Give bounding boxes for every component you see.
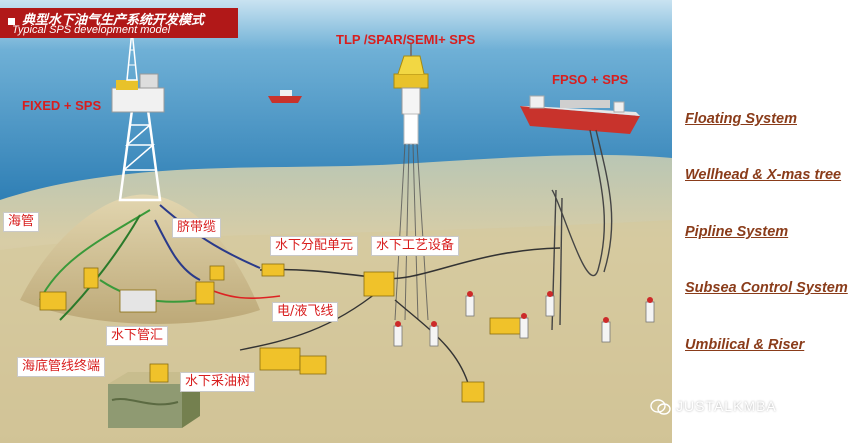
wechat-icon <box>650 399 671 415</box>
system-item-umbilical: Umbilical & Riser <box>685 337 805 353</box>
label-processing-equipment: 水下工艺设备 <box>371 236 460 256</box>
label-tlp-spar-semi-sps: TLP /SPAR/SEMI+ SPS <box>336 32 476 47</box>
system-item-pipeline: Pipline System <box>685 224 789 240</box>
watermark-text: JUSTALKMBA <box>676 398 777 414</box>
system-item-control: Subsea Control System <box>685 280 848 296</box>
fixed-platform-jacket <box>111 29 165 202</box>
fpso-vessel <box>520 95 640 134</box>
label-distribution-unit: 水下分配单元 <box>270 236 359 256</box>
label-fixed-sps: FIXED + SPS <box>22 98 102 113</box>
title-banner: 典型水下油气生产系统开发模式 Typical SPS development m… <box>0 8 238 38</box>
fpso-risers <box>551 129 613 331</box>
label-fpso-sps: FPSO + SPS <box>552 72 629 87</box>
label-flying-leads: 电/液飞线 <box>272 302 339 322</box>
label-umbilical: 脐带缆 <box>172 218 222 238</box>
label-xmas-tree: 水下采油树 <box>180 372 256 392</box>
label-plet: 海底管线终端 <box>17 357 106 377</box>
xmas-trees <box>393 291 655 347</box>
title-english: Typical SPS development model <box>12 24 171 36</box>
seabed-cutaway <box>108 384 182 428</box>
system-item-wellhead: Wellhead & X-mas tree <box>685 167 842 183</box>
subsea-scene-illustration <box>0 0 672 443</box>
system-item-floating: Floating System <box>685 111 797 127</box>
label-pipeline: 海管 <box>3 212 40 232</box>
supply-vessel <box>268 90 302 103</box>
systems-panel: Floating System Wellhead & X-mas tree Pi… <box>672 0 865 443</box>
subsea-equipment <box>39 263 527 403</box>
tlp-spar-platform <box>393 44 429 321</box>
title-bullet-icon <box>8 18 15 25</box>
label-manifold: 水下管汇 <box>106 326 169 346</box>
title-chinese: 典型水下油气生产系统开发模式 <box>22 13 205 28</box>
